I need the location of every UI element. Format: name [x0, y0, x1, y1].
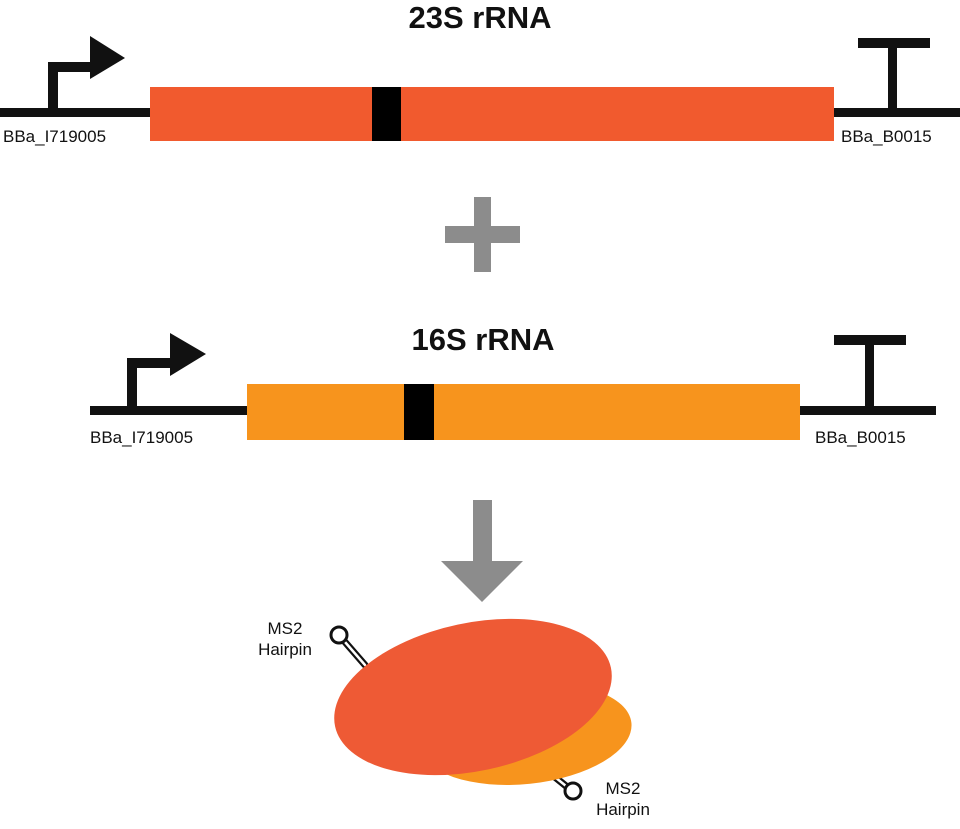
- terminator-icon: [834, 335, 906, 411]
- insert-mark-23s: [372, 87, 401, 141]
- title-23s: 23S rRNA: [408, 0, 552, 35]
- title-16s: 16S rRNA: [411, 322, 555, 357]
- gene-bar-16s: [247, 384, 800, 440]
- promoter-icon: [48, 36, 125, 114]
- hairpin-label-top: MS2 Hairpin: [245, 618, 325, 660]
- hairpin-top-icon: [329, 625, 369, 669]
- plus-icon: [445, 197, 520, 272]
- terminator-label-23s: BBa_B0015: [841, 127, 932, 146]
- insert-mark-16s: [404, 384, 434, 440]
- large-subunit: [334, 618, 612, 776]
- promoter-label-23s: BBa_I719005: [3, 127, 107, 146]
- promoter-label-16s: BBa_I719005: [90, 428, 194, 447]
- hairpin-label-top-text: MS2 Hairpin: [258, 619, 312, 659]
- ribosome: [329, 618, 632, 801]
- construct-23s: [0, 36, 960, 141]
- hairpin-label-bottom-text: MS2 Hairpin: [596, 779, 650, 819]
- terminator-icon: [858, 38, 930, 114]
- promoter-icon: [127, 333, 206, 410]
- down-arrow-icon: [441, 500, 523, 602]
- hairpin-label-bottom: MS2 Hairpin: [583, 778, 663, 820]
- construct-16s: [90, 333, 936, 440]
- gene-bar-23s: [150, 87, 834, 141]
- terminator-label-16s: BBa_B0015: [815, 428, 906, 447]
